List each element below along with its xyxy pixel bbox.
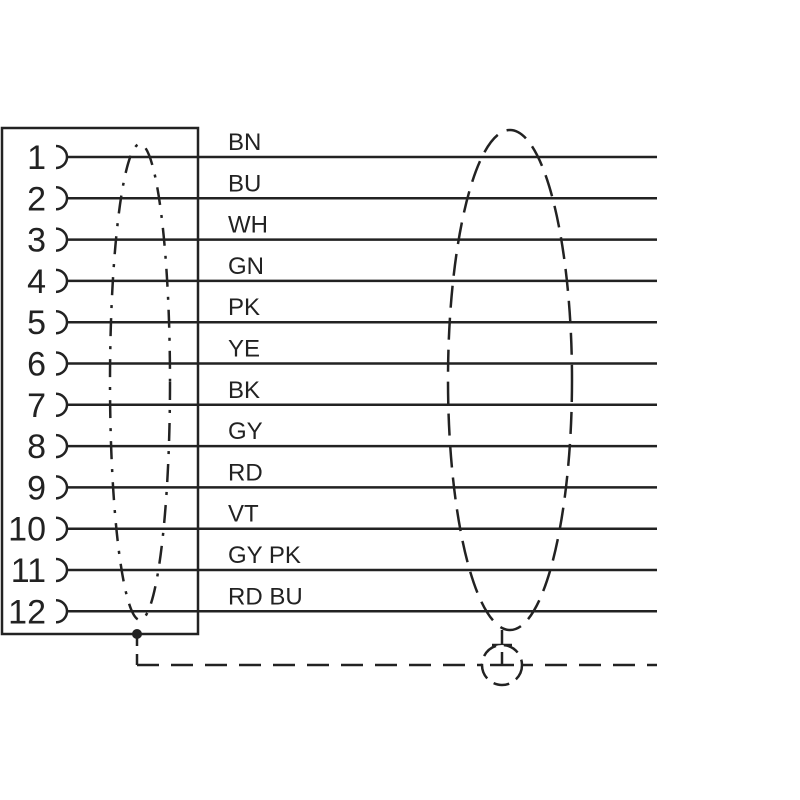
pin-number: 8 — [27, 428, 46, 466]
pin-number: 2 — [27, 180, 46, 218]
socket-contact-icon — [55, 516, 69, 541]
pin-number: 11 — [11, 552, 46, 590]
wire-color-label: BK — [228, 377, 260, 404]
wire-color-label: YE — [228, 336, 260, 363]
connector-housing — [0, 126, 200, 636]
pin-number: 6 — [27, 346, 46, 384]
wire-color-label: BN — [228, 129, 261, 156]
wire-color-label: BU — [228, 170, 261, 197]
wire-color-label: GY PK — [228, 542, 301, 569]
wire-color-label: GY — [228, 418, 263, 445]
pin-number: 5 — [27, 304, 46, 342]
pin-number: 12 — [8, 593, 46, 631]
socket-contact-icon — [55, 392, 69, 418]
ground-symbol-icon — [480, 630, 524, 687]
socket-contact-icon — [55, 144, 69, 170]
wire-color-label: RD — [228, 459, 263, 486]
pin-number: 1 — [27, 139, 46, 177]
wire-color-label: GN — [228, 253, 264, 280]
cable-shield-ellipse — [446, 128, 574, 632]
wire-color-label: PK — [228, 294, 260, 321]
connector-shield-ellipse — [108, 142, 172, 622]
pin-number: 9 — [27, 469, 46, 507]
socket-contact-icon — [55, 351, 69, 376]
wire-color-label: VT — [228, 501, 259, 528]
wire-color-label: WH — [228, 212, 268, 239]
socket-contact-icon — [55, 433, 69, 459]
socket-contact-icon — [55, 599, 69, 624]
pin-number: 3 — [27, 222, 46, 260]
socket-contact-icon — [55, 227, 69, 252]
socket-contact-icon — [55, 186, 69, 211]
socket-contact-icon — [55, 309, 69, 335]
pin-number: 7 — [27, 387, 46, 425]
wire-color-label: RD BU — [228, 583, 303, 610]
shield-junction-dot — [132, 629, 142, 639]
socket-contact-icon — [55, 268, 69, 294]
pin-number: 4 — [27, 263, 46, 301]
socket-contact-icon — [55, 475, 69, 500]
pin-number: 10 — [8, 511, 46, 549]
socket-contact-icon — [55, 557, 69, 583]
